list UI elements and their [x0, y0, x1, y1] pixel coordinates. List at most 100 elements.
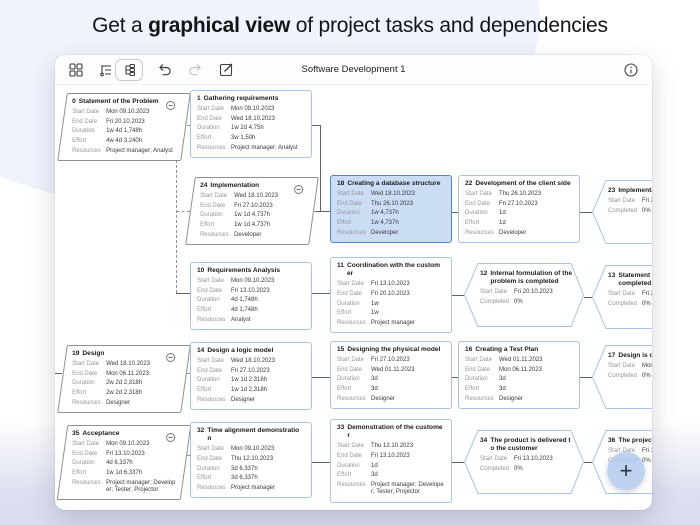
task-title: Creating a Test Plan [475, 346, 539, 353]
add-task-button[interactable]: + [607, 452, 645, 490]
field-label: Resources [337, 395, 366, 402]
field-label: End Date [337, 200, 363, 207]
milestone-hexagon [592, 265, 652, 329]
dependency-connector [312, 377, 330, 378]
field-value: 4d 6,337h [106, 460, 133, 467]
field-label: Resources [197, 396, 226, 403]
field-value: 3d [371, 472, 378, 479]
field-value: Fri 27.10.2023 [499, 200, 538, 207]
field-label: Resources [197, 316, 226, 323]
collapse-icon[interactable] [166, 353, 176, 362]
field-value: 1w 1d 2,318h [231, 377, 268, 384]
task-number: 16 [465, 346, 473, 353]
dependency-connector [452, 377, 458, 378]
info-icon[interactable] [622, 61, 640, 79]
field-label: Start Date [200, 192, 228, 199]
field-label: Start Date [197, 357, 225, 364]
field-value: 0% [642, 300, 651, 307]
field-label: Resources [197, 144, 226, 151]
dependency-connector [312, 462, 330, 463]
milestone-hexagon [464, 263, 584, 327]
field-label: Resources [465, 395, 494, 402]
field-value: Project manager; Analyst [106, 147, 173, 154]
field-value: Fri 27.10.2023 [231, 367, 270, 374]
network-view-icon[interactable] [115, 58, 143, 81]
field-value: 0% [642, 372, 651, 379]
collapse-icon[interactable] [166, 433, 176, 442]
task-title: Design is completed [618, 352, 652, 359]
field-value: 3d 6,337h [231, 465, 258, 472]
field-label: Duration [197, 125, 220, 132]
task-number: 35 [72, 430, 80, 437]
field-label: Resources [72, 147, 101, 154]
field-label: Start Date [197, 105, 225, 112]
undo-icon[interactable] [155, 61, 174, 78]
task-number: 24 [200, 182, 208, 189]
task-title: Implementation [210, 182, 260, 189]
field-label: Resources [337, 320, 366, 327]
field-label: Effort [337, 386, 352, 393]
field-value: Project manager; Developer; Tester; Proj… [371, 482, 444, 496]
compose-icon[interactable] [217, 60, 236, 79]
collapse-icon[interactable] [294, 185, 304, 194]
collapse-icon[interactable] [166, 101, 176, 110]
field-value: 3w 1,50h [231, 135, 256, 142]
field-label: Start Date [480, 289, 508, 296]
field-value: 1w 1d 4,737h [234, 222, 271, 229]
grid-view-icon[interactable] [67, 61, 85, 79]
field-value: Fri 20.10.2023 [514, 289, 553, 296]
field-value: Thu 26.10.2023 [371, 200, 414, 207]
task-number: 13 [608, 272, 616, 279]
field-label: Duration [197, 377, 220, 384]
dependency-connector [452, 462, 464, 463]
headline-prefix: Get a [92, 14, 149, 37]
field-label: End Date [337, 290, 363, 297]
redo-icon[interactable] [186, 61, 205, 78]
field-label: End Date [200, 202, 226, 209]
field-label: Effort [72, 470, 87, 477]
plus-icon: + [619, 458, 633, 483]
field-value: Designer [231, 396, 256, 403]
outline-view-icon[interactable] [97, 61, 115, 79]
